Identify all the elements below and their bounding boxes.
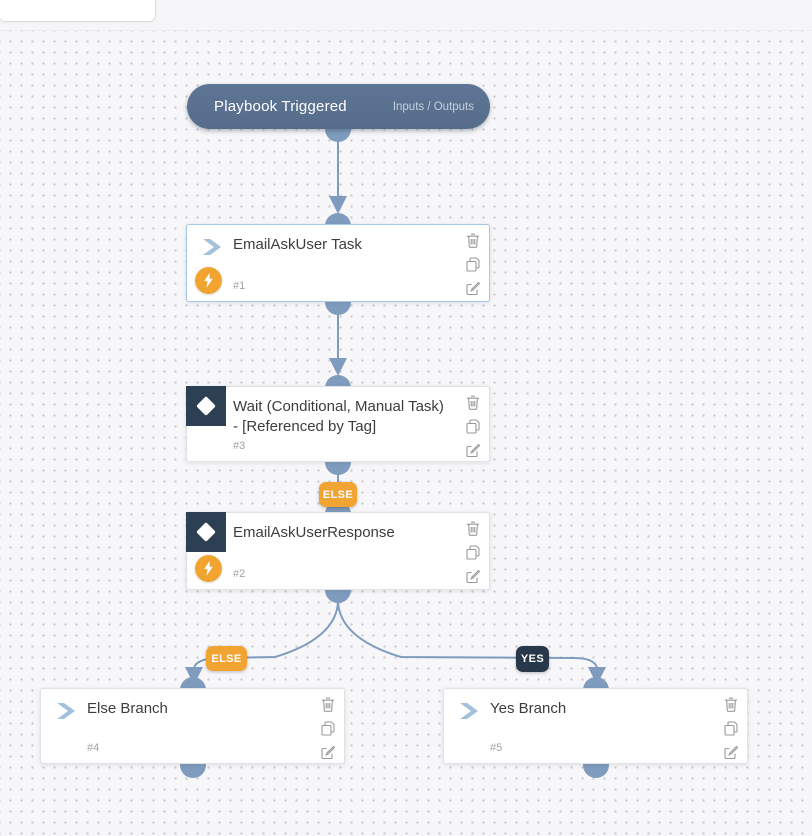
yes-branch-badge: YES <box>516 646 549 672</box>
task-title: EmailAskUserResponse <box>233 524 395 541</box>
copy-icon[interactable] <box>466 545 480 560</box>
task-title: EmailAskUser Task <box>233 236 362 253</box>
delete-icon[interactable] <box>466 395 480 410</box>
edit-icon[interactable] <box>724 745 738 760</box>
copy-icon[interactable] <box>466 419 480 434</box>
task-id: #2 <box>233 568 246 580</box>
delete-icon[interactable] <box>321 697 335 712</box>
copy-icon[interactable] <box>724 721 738 736</box>
top-bar <box>0 0 812 30</box>
edit-icon[interactable] <box>466 281 480 296</box>
task-actions <box>466 521 480 584</box>
edit-icon[interactable] <box>321 745 335 760</box>
task-id: #5 <box>490 742 503 754</box>
lightning-icon <box>195 267 222 294</box>
automation-chevron-icon <box>57 703 76 719</box>
task-title: Else Branch <box>87 700 168 717</box>
edit-icon[interactable] <box>466 569 480 584</box>
task-title: Yes Branch <box>490 700 567 717</box>
edit-icon[interactable] <box>466 443 480 458</box>
playbook-triggered-node[interactable]: Playbook Triggered Inputs / Outputs <box>187 84 490 129</box>
task-node-wait-conditional[interactable]: Wait (Conditional, Manual Task) - [Refer… <box>186 386 490 462</box>
task-title: Wait (Conditional, Manual Task) - [Refer… <box>233 398 444 435</box>
inputs-outputs-link[interactable]: Inputs / Outputs <box>392 100 474 113</box>
automation-chevron-icon <box>460 703 479 719</box>
task-node-emailaskuser[interactable]: EmailAskUser Task #1 <box>186 224 490 302</box>
condition-diamond-icon <box>186 512 226 552</box>
lightning-icon <box>195 555 222 582</box>
task-actions <box>466 233 480 296</box>
task-actions <box>321 697 335 760</box>
copy-icon[interactable] <box>321 721 335 736</box>
automation-chevron-icon <box>203 239 222 255</box>
task-id: #4 <box>87 742 100 754</box>
trigger-title: Playbook Triggered <box>214 98 347 115</box>
task-actions <box>466 395 480 458</box>
task-id: #1 <box>233 280 246 292</box>
task-actions <box>724 697 738 760</box>
delete-icon[interactable] <box>466 521 480 536</box>
else-label-badge: ELSE <box>319 482 357 507</box>
task-node-emailaskuserresponse[interactable]: EmailAskUserResponse #2 <box>186 512 490 590</box>
delete-icon[interactable] <box>724 697 738 712</box>
delete-icon[interactable] <box>466 233 480 248</box>
task-node-yes-branch[interactable]: Yes Branch #5 <box>443 688 748 764</box>
copy-icon[interactable] <box>466 257 480 272</box>
else-branch-badge: ELSE <box>206 646 247 671</box>
condition-diamond-icon <box>186 386 226 426</box>
task-node-else-branch[interactable]: Else Branch #4 <box>40 688 345 764</box>
task-id: #3 <box>233 440 246 452</box>
browser-tab[interactable] <box>0 0 156 22</box>
